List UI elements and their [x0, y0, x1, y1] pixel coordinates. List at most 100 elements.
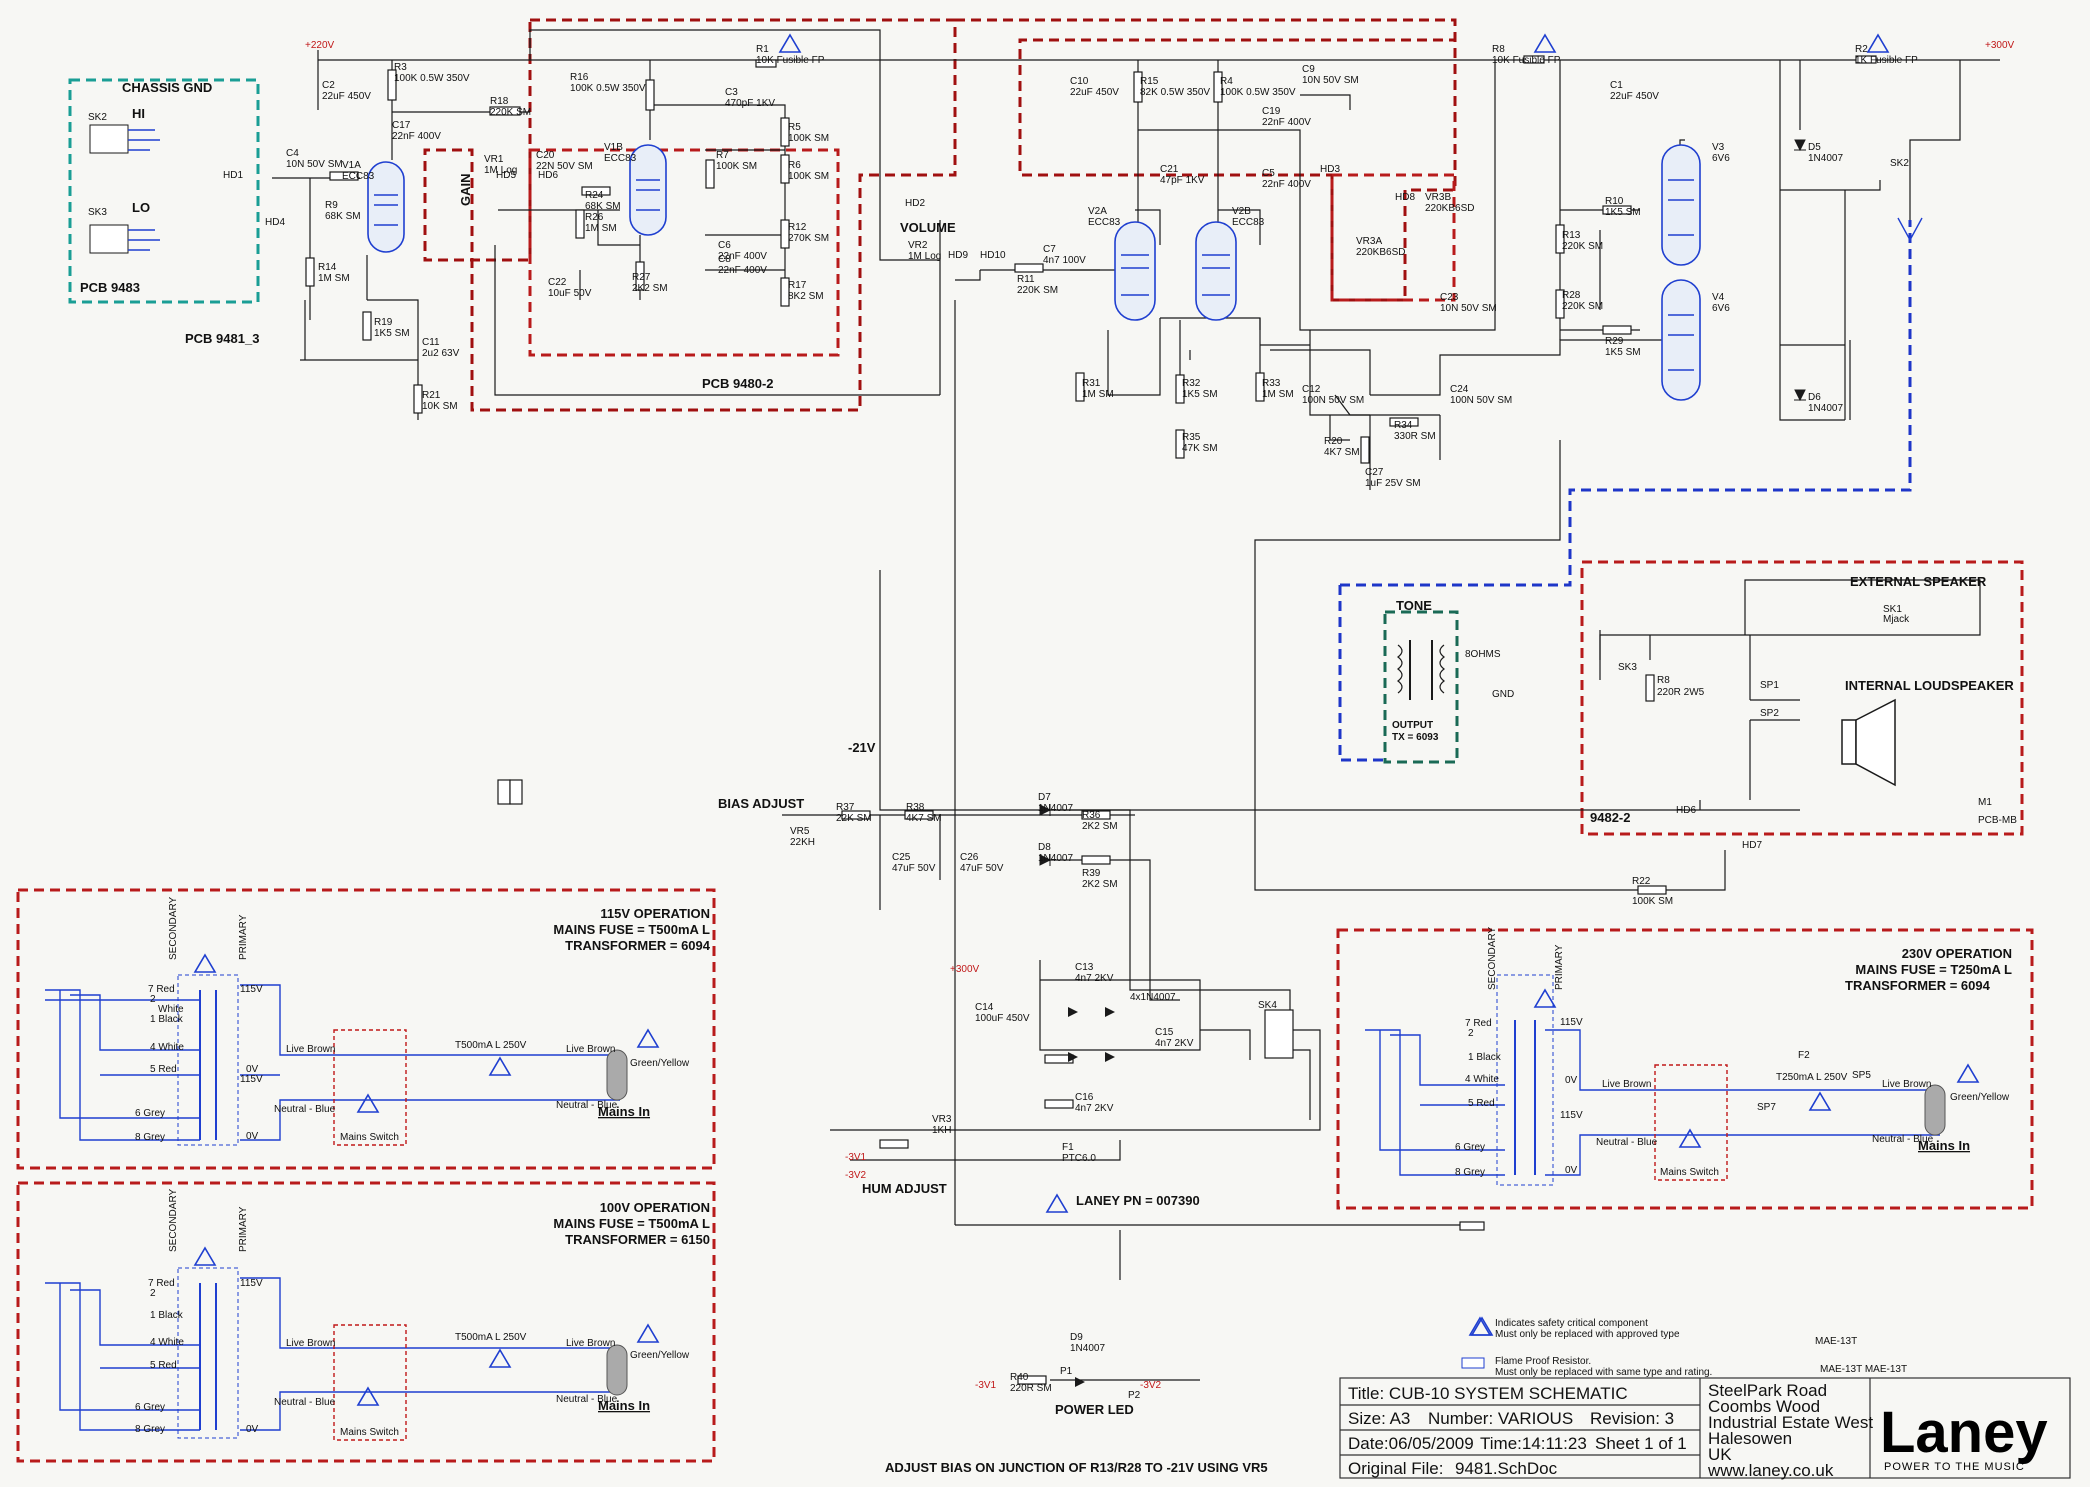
valve-v2a — [1114, 221, 1156, 321]
w7-b: 7 Red — [148, 1278, 175, 1289]
component-value-c1: 22uF 450V — [1610, 91, 1659, 102]
output-label: OUTPUT — [1392, 720, 1433, 731]
component-ref-r8b: R8 — [1492, 44, 1505, 55]
component-ref-vr2: VR2 — [908, 240, 928, 251]
valve-v2b — [1195, 221, 1237, 321]
mains-wiring-100 — [45, 1277, 620, 1431]
f2-label: F2 — [1798, 1050, 1810, 1061]
component-value-v2a: ECC83 — [1088, 217, 1121, 228]
mains-switch-b: Mains Switch — [340, 1427, 399, 1438]
op100-title: 100V OPERATION — [600, 1200, 710, 1215]
component-value-r21: 10K SM — [422, 401, 458, 412]
mains-in-c: Mains In — [1918, 1138, 1970, 1153]
component-ref-r7: R7 — [716, 150, 729, 161]
mains-transformer-100-icon — [177, 1267, 239, 1439]
mains-switch-230-box — [1654, 1064, 1728, 1181]
component-ref-r9: R9 — [325, 200, 338, 211]
sk3b-label: SK3 — [1618, 662, 1637, 673]
component-ref-v3: V3 — [1712, 142, 1725, 153]
op115-fuse-part: T500mA L 250V — [455, 1040, 527, 1051]
tb-address-3: Halesowen — [1708, 1429, 1792, 1448]
w8-a: 8 Grey — [135, 1132, 165, 1143]
tb-sheet: Sheet 1 of 1 — [1595, 1434, 1687, 1453]
component-ref-v1b: V1B — [604, 142, 623, 153]
mains-inlet-230-icon — [1924, 1084, 1946, 1136]
live-brown-f: Live Brown — [1882, 1079, 1931, 1090]
loudspeaker-icon — [1841, 698, 1896, 787]
component-value-r32: 1K5 SM — [1182, 389, 1218, 400]
component-value-r12: 270K SM — [788, 233, 829, 244]
component-value-r34: 330R SM — [1394, 431, 1436, 442]
component-value-r18: 220K SM — [490, 107, 531, 118]
tb-size: Size: A3 — [1348, 1409, 1410, 1428]
gnd-label: GND — [1492, 689, 1514, 700]
v300b-label: +300V — [950, 964, 980, 975]
pcb-9482-2-label: 9482-2 — [1590, 810, 1630, 825]
component-ref-r10: R10 — [1605, 196, 1624, 207]
external-speaker-label: EXTERNAL SPEAKER — [1850, 574, 1987, 589]
v0-a: 0V — [246, 1064, 259, 1075]
component-value-c20: 22N 50V SM — [536, 161, 593, 172]
component-value-r16: 100K 0.5W 350V — [570, 83, 646, 94]
v0-b: 0V — [246, 1131, 259, 1142]
w5-a: 5 Red — [150, 1064, 177, 1075]
v115-a: 115V — [240, 984, 263, 995]
op230-title: 230V OPERATION — [1902, 946, 2012, 961]
legend-mae-1: MAE-13T — [1815, 1336, 1857, 1347]
component-ref-r20: R20 — [1324, 436, 1343, 447]
ohms-label: 8OHMS — [1465, 649, 1501, 660]
component-value-c12: 100N 50V SM — [1302, 395, 1364, 406]
op115-title: 115V OPERATION — [600, 906, 710, 921]
component-value-c6: 22nF 400V — [718, 251, 767, 262]
laney-pn-label: LANEY PN = 007390 — [1076, 1193, 1200, 1208]
neutral-blue-b: Neutral - Blue — [556, 1100, 618, 1111]
component-ref-c13: C13 — [1075, 962, 1094, 973]
op-230v-outline — [1336, 928, 2034, 1210]
lo-label: LO — [132, 200, 150, 215]
component-value-r29: 1K5 SM — [1605, 347, 1641, 358]
component-ref-r12: R12 — [788, 222, 807, 233]
component-ref-v2b: V2B — [1232, 206, 1251, 217]
m1-label: M1 — [1978, 797, 1992, 808]
component-ref-r1: R1 — [756, 44, 769, 55]
component-ref-r27: R27 — [632, 272, 651, 283]
component-value-d7: 1N4007 — [1038, 803, 1073, 814]
component-ref-vr1: VR1 — [484, 154, 504, 165]
power-led-label: POWER LED — [1055, 1402, 1134, 1417]
component-value-r40: 220R SM — [1010, 1383, 1052, 1394]
component-ref-r19: R19 — [374, 317, 393, 328]
component-value-c24: 100N 50V SM — [1450, 395, 1512, 406]
neutral-blue-c: Neutral - Blue — [274, 1397, 336, 1408]
component-value-c15: 4n7 2KV — [1155, 1038, 1194, 1049]
secondary-230: SECONDARY — [1487, 927, 1498, 990]
component-ref-c8: C8 — [718, 254, 731, 265]
component-ref-f1: F1 — [1062, 1142, 1074, 1153]
component-value-r8b: 10K Fusible FP — [1492, 55, 1561, 66]
w1-c: 1 Black — [1468, 1052, 1502, 1063]
w1-a: 1 Black — [150, 1014, 184, 1025]
neutral-blue-f: Neutral - Blue — [1872, 1134, 1934, 1145]
mains-in-b: Mains In — [598, 1398, 650, 1413]
r8-label: R8 — [1657, 675, 1670, 686]
component-value-vr3: 1KH — [932, 1125, 951, 1136]
v0-e: 0V — [1565, 1165, 1578, 1176]
component-ref-v1a: V1A — [342, 160, 361, 171]
r22v-label: 100K SM — [1632, 896, 1673, 907]
op230-tx: TRANSFORMER = 6094 — [1845, 978, 1991, 993]
component-ref-r39: R39 — [1082, 868, 1101, 879]
component-ref-c25: C25 — [892, 852, 911, 863]
neutral-blue-d: Neutral - Blue — [556, 1394, 618, 1405]
component-ref-v2a: V2A — [1088, 206, 1107, 217]
component-value-r26: 1M SM — [585, 223, 617, 234]
component-ref-r32: R32 — [1182, 378, 1201, 389]
tb-title: Title: CUB-10 SYSTEM SCHEMATIC — [1348, 1384, 1628, 1403]
w7-c: 7 Red — [1465, 1018, 1492, 1029]
secondary-115: SECONDARY — [168, 897, 179, 960]
neutral-blue-a: Neutral - Blue — [274, 1104, 336, 1115]
tb-address-5: www.laney.co.uk — [1707, 1461, 1834, 1480]
component-ref-c7: C7 — [1043, 244, 1056, 255]
component-value-c27: 1uF 25V SM — [1365, 478, 1421, 489]
pcb-9480-2-outline — [423, 18, 957, 412]
